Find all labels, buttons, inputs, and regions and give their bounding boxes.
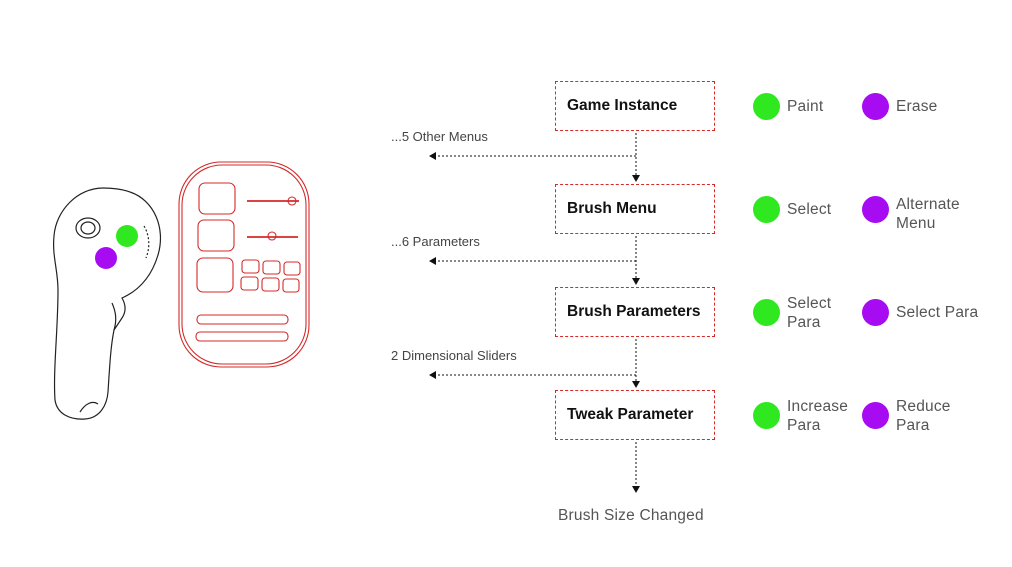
purple-button-icon xyxy=(862,299,889,326)
controller-green-button xyxy=(116,225,138,247)
vr-controller-illustration xyxy=(52,187,162,420)
purple-action-label: Erase xyxy=(896,98,938,115)
green-button-icon xyxy=(753,299,780,326)
green-action-label: Paint xyxy=(787,98,824,115)
green-action-label: Increase Para xyxy=(787,398,849,434)
green-button-icon xyxy=(753,196,780,223)
green-button-icon xyxy=(753,402,780,429)
step-label: Tweak Parameter xyxy=(567,406,694,423)
step-box-brush-menu: Brush Menu xyxy=(555,184,715,234)
purple-action-label: Alternate Menu xyxy=(896,196,960,232)
purple-action-label: Select Para xyxy=(896,304,979,321)
green-action-label: Select xyxy=(787,201,832,218)
step-box-tweak-parameter: Tweak Parameter xyxy=(555,390,715,440)
menu-remote-illustration xyxy=(178,161,310,368)
branch-label-sliders: 2 Dimensional Sliders xyxy=(391,348,517,363)
purple-action-label: Reduce Para xyxy=(896,398,951,434)
step-label: Brush Parameters xyxy=(567,303,701,320)
purple-button-icon xyxy=(862,402,889,429)
step-label: Brush Menu xyxy=(567,200,657,217)
green-button-icon xyxy=(753,93,780,120)
controller-purple-button xyxy=(95,247,117,269)
purple-button-icon xyxy=(862,93,889,120)
end-label: Brush Size Changed xyxy=(558,507,704,524)
purple-button-icon xyxy=(862,196,889,223)
step-label: Game Instance xyxy=(567,97,678,114)
step-box-brush-parameters: Brush Parameters xyxy=(555,287,715,337)
branch-label-parameters: ...6 Parameters xyxy=(391,234,480,249)
branch-label-other-menus: ...5 Other Menus xyxy=(391,129,488,144)
step-box-game-instance: Game Instance xyxy=(555,81,715,131)
green-action-label: Select Para xyxy=(787,295,832,331)
